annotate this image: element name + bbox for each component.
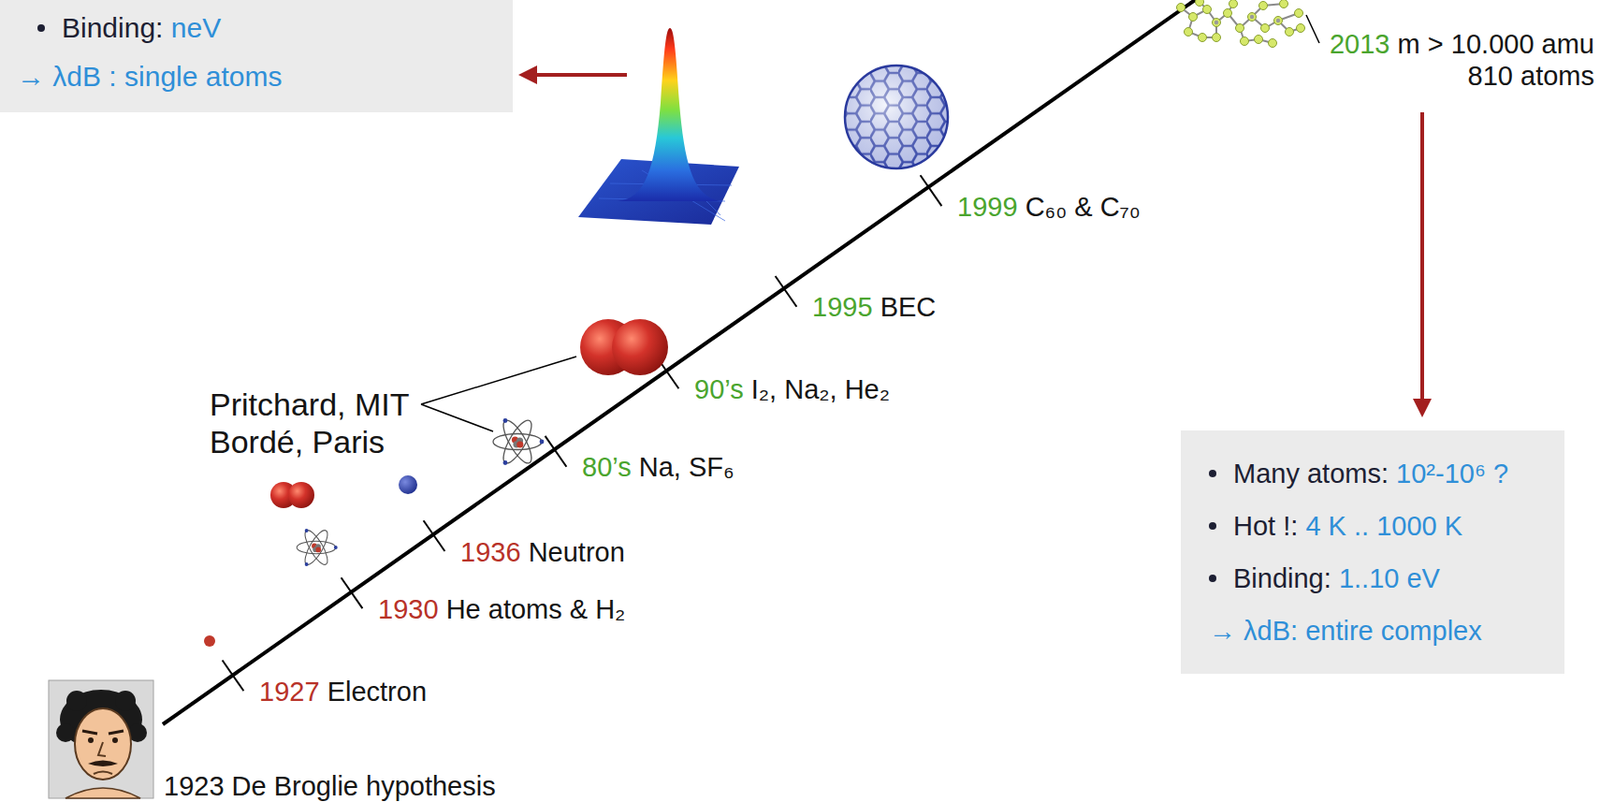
label-line: 80’sNa, SF₆ <box>581 450 735 483</box>
year-label: 1995 <box>812 291 873 322</box>
label-line: 1930He atoms & H₂ <box>378 593 626 626</box>
timeline-label: 810 atoms <box>1468 60 1595 91</box>
label-line: 90’sI₂, Na₂, He₂ <box>694 373 890 406</box>
pointer-arrow <box>1420 112 1425 414</box>
bullet-dot <box>1208 574 1217 582</box>
year-label: 90’s <box>694 374 744 405</box>
timeline-label: I₂, Na₂, He₂ <box>751 374 890 405</box>
bullet-dot <box>37 24 45 32</box>
year-label: 80’s <box>581 451 632 482</box>
label-line: 2013m > 10.000 amu <box>1329 28 1595 60</box>
timeline-label-group: 2013m > 10.000 amu810 atoms <box>1329 28 1595 92</box>
label-line: 1927Electron <box>259 675 427 708</box>
bullet-dot <box>1208 522 1217 530</box>
info-box: Binding:neV→ λdB : single atoms <box>0 0 513 113</box>
box-text: Many atoms: <box>1233 447 1389 500</box>
timeline-label: He atoms & H₂ <box>446 594 626 625</box>
label-line: 1999C₆₀ & C₇₀ <box>957 190 1141 223</box>
bullet-dot <box>1208 469 1217 478</box>
timeline-label: C₆₀ & C₇₀ <box>1025 191 1141 222</box>
timeline-label-group: 1927Electron <box>259 675 427 708</box>
timeline-label-group: 1936Neutron <box>460 536 626 568</box>
box-text: Binding: <box>61 3 163 53</box>
box-row: Binding:1..10 eV <box>1208 552 1537 605</box>
leader-line <box>1306 14 1320 44</box>
box-text: → λdB : single atoms <box>16 52 282 102</box>
box-row: Hot !:4 K .. 1000 K <box>1208 499 1537 553</box>
timeline-label-group: 1995BEC <box>812 290 936 323</box>
box-row: → λdB: entire complex <box>1208 604 1537 657</box>
molecule-icon <box>580 319 669 376</box>
electron-dot <box>203 635 216 647</box>
year-label: 1930 <box>378 594 439 625</box>
box-row: Binding:neV <box>37 3 491 53</box>
neutron-dot <box>398 475 418 495</box>
timeline-label: m > 10.000 amu <box>1397 29 1595 59</box>
label-line: 1995BEC <box>812 290 936 323</box>
small-atom-icon <box>296 527 338 568</box>
timeline-label: Neutron <box>528 537 626 568</box>
label-line: Bordé, Paris <box>209 422 409 461</box>
box-text: 1..10 eV <box>1338 552 1440 605</box>
label-line: 1923 De Broglie hypothesis <box>163 770 496 802</box>
timeline-label: Pritchard, MIT <box>209 386 409 422</box>
atom-icon <box>493 416 544 467</box>
portrait-sketch <box>48 680 154 799</box>
timeline-label-group: 80’sNa, SF₆ <box>581 450 735 483</box>
timeline-label: BEC <box>880 291 937 322</box>
box-text: neV <box>171 3 221 53</box>
box-text: 4 K .. 1000 K <box>1305 499 1463 553</box>
info-box: Many atoms:10²-10⁶ ?Hot !:4 K .. 1000 KB… <box>1180 430 1565 674</box>
box-text: → λdB: entire complex <box>1208 604 1483 657</box>
timeline-label: Na, SF₆ <box>639 451 735 482</box>
box-text: 10²-10⁶ ? <box>1396 447 1509 500</box>
year-label: 1936 <box>460 537 522 568</box>
timeline-label: Electron <box>327 676 427 707</box>
timeline-label-group: 1923 De Broglie hypothesis <box>163 770 496 802</box>
label-line: 1936Neutron <box>460 536 626 568</box>
timeline-label-group: Pritchard, MITBordé, Paris <box>209 385 409 461</box>
small-molecule-icon <box>270 481 315 509</box>
box-row: → λdB : single atoms <box>16 52 491 102</box>
box-text: Hot !: <box>1233 499 1298 553</box>
large-molecule-icon <box>1177 0 1306 48</box>
timeline-label-group: 1999C₆₀ & C₇₀ <box>957 190 1141 223</box>
leader-lines <box>421 356 577 432</box>
box-text: Binding: <box>1233 552 1332 605</box>
year-label: 2013 <box>1329 29 1391 59</box>
fullerene-icon <box>842 63 955 176</box>
year-label: 1999 <box>957 191 1019 222</box>
year-label: 1927 <box>259 676 320 707</box>
timeline-label-group: 1930He atoms & H₂ <box>378 593 626 626</box>
timeline-label-group: 90’sI₂, Na₂, He₂ <box>694 373 890 406</box>
label-line: Pritchard, MIT <box>209 385 409 423</box>
pointer-arrow <box>522 72 627 77</box>
timeline-label: Bordé, Paris <box>209 423 385 460</box>
timeline-label: 1923 De Broglie hypothesis <box>163 770 496 801</box>
box-row: Many atoms:10²-10⁶ ? <box>1208 447 1537 500</box>
label-line: 810 atoms <box>1329 59 1595 92</box>
bec-peak-plot <box>578 28 740 225</box>
